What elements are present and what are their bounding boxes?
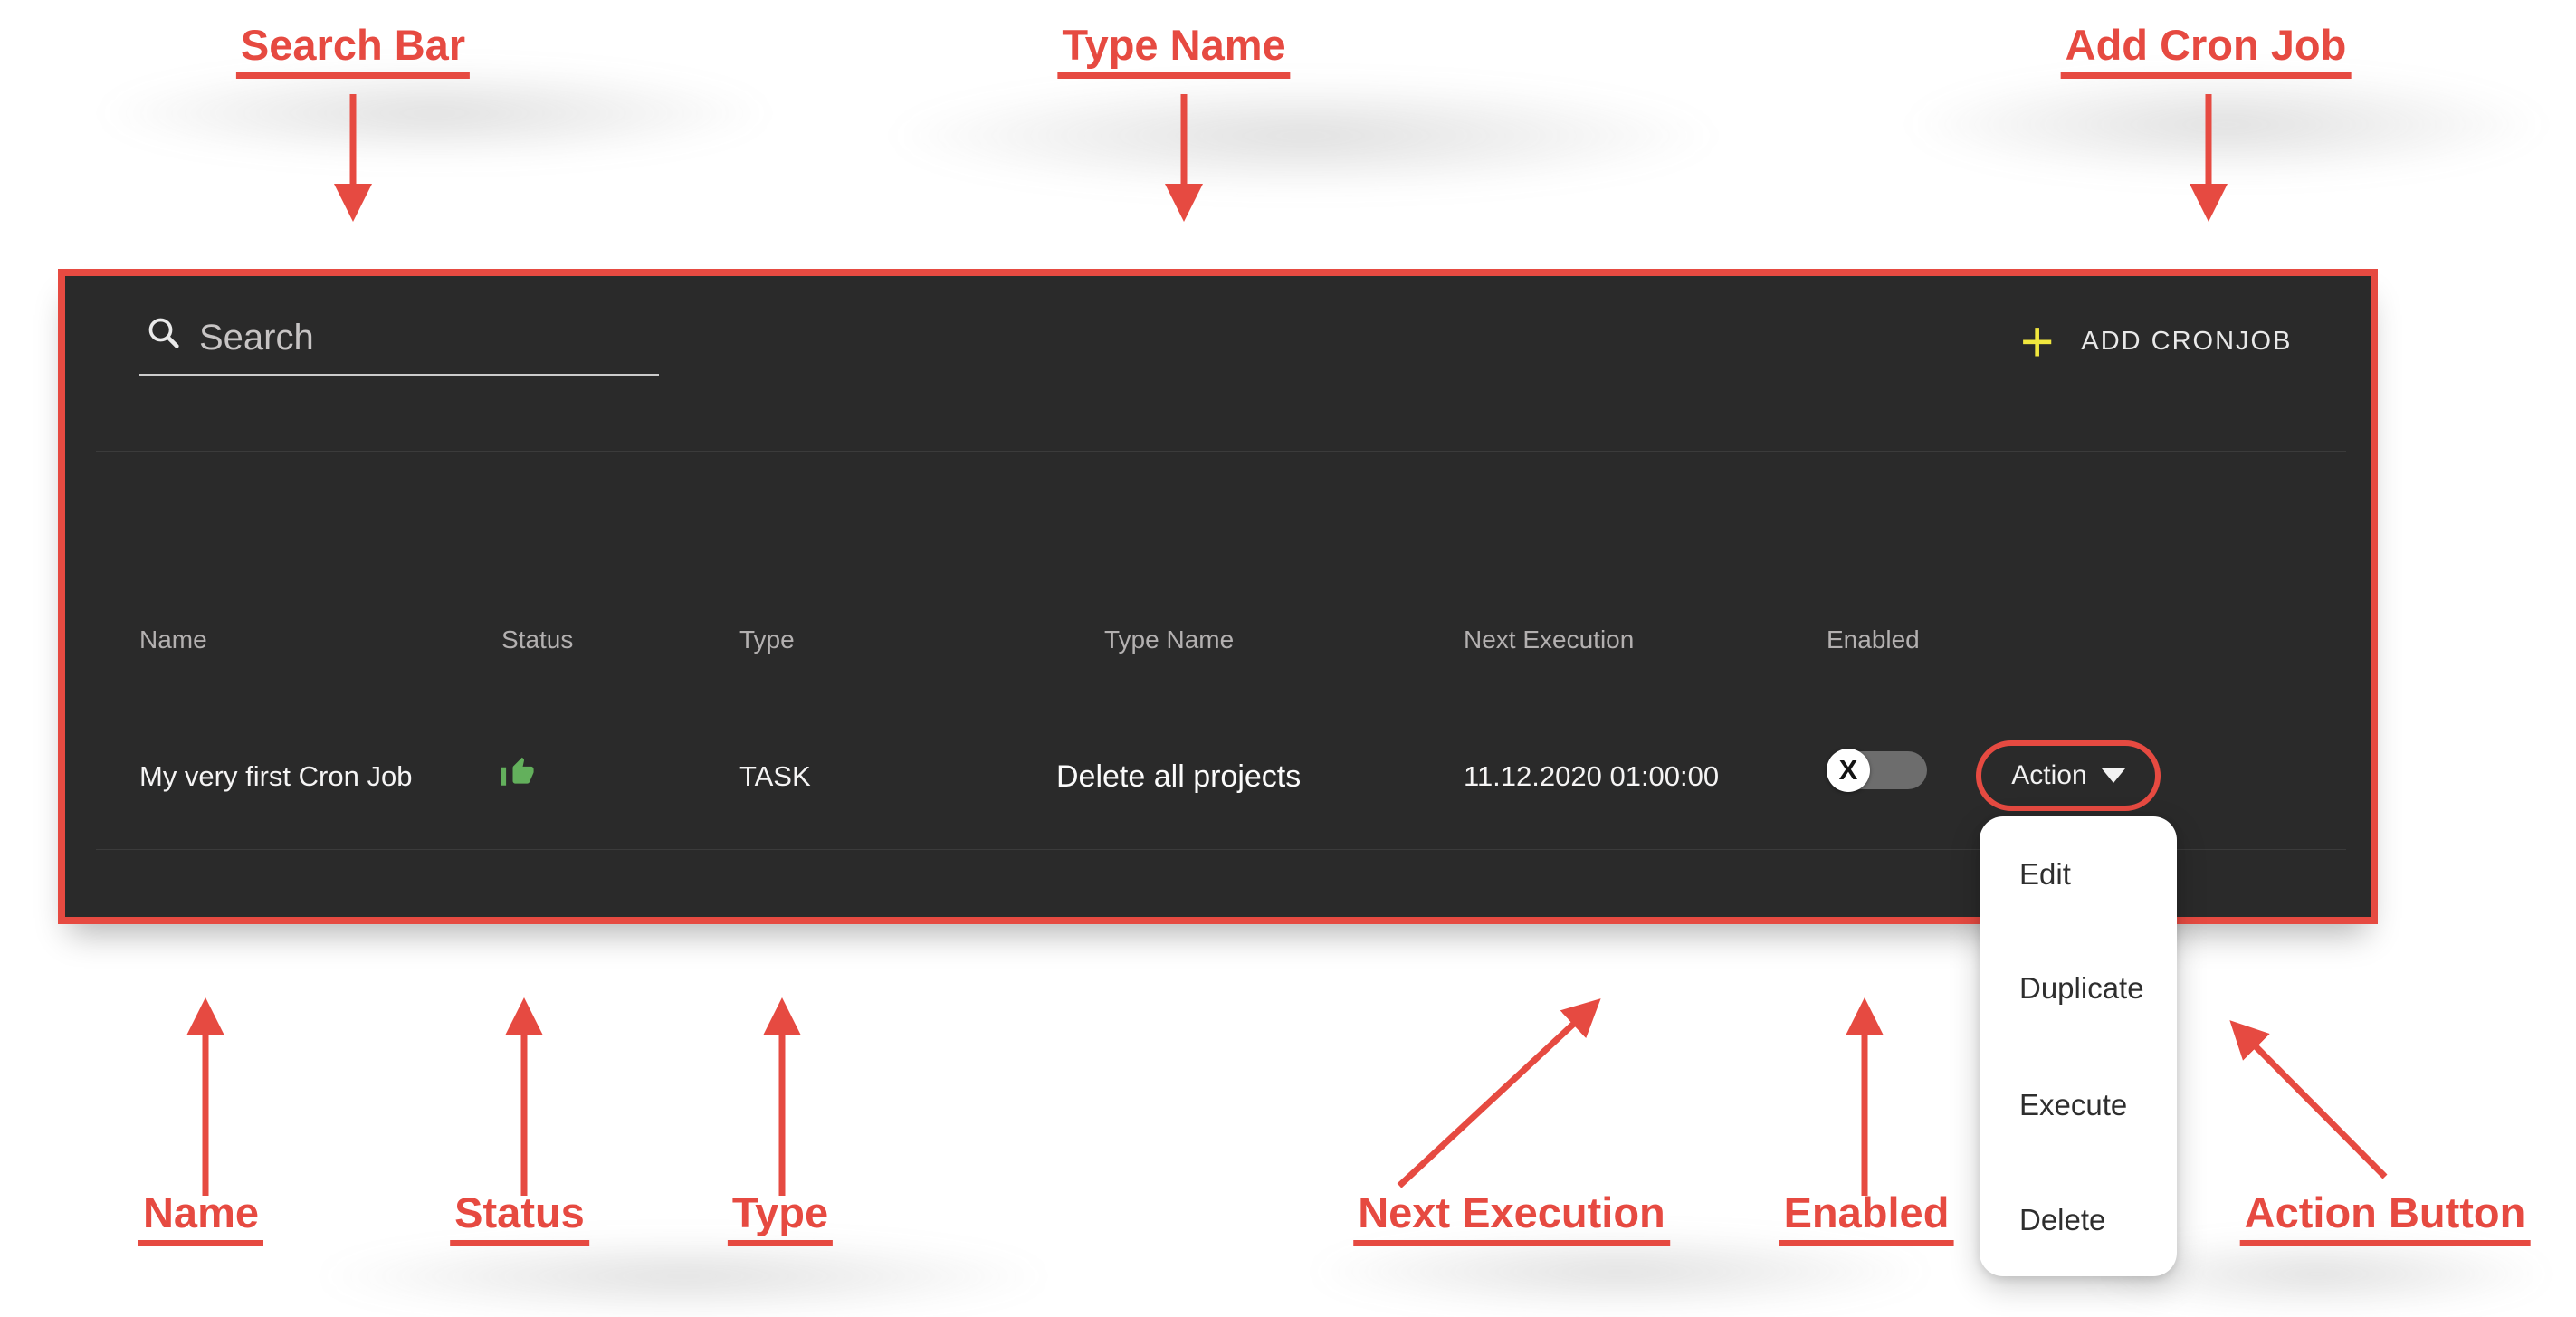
column-header-name: Name (139, 625, 207, 654)
column-header-status: Status (501, 625, 574, 654)
next-execution-arrow (1397, 998, 1601, 1188)
action-button[interactable]: Action (1976, 740, 2161, 811)
action-button-label: Action (2011, 760, 2087, 790)
row-divider (96, 849, 2346, 850)
shadow-blob (869, 77, 1738, 195)
annotation-next-execution: Next Execution (1353, 1188, 1670, 1246)
annotation-search-bar: Search Bar (235, 20, 471, 79)
annotation-enabled: Enabled (1779, 1188, 1954, 1246)
annotation-name: Name (138, 1188, 264, 1246)
annotation-action-button: Action Button (2239, 1188, 2531, 1246)
column-header-enabled: Enabled (1827, 625, 1920, 654)
column-header-next-execution: Next Execution (1464, 625, 1635, 654)
search-input[interactable] (199, 307, 670, 368)
thumb-up-icon (501, 757, 534, 786)
cronjob-card: + ADD CRONJOB Name Status Type Type Name… (58, 269, 2378, 924)
cell-type: TASK (739, 760, 811, 792)
cell-type-name: Delete all projects (1056, 759, 1302, 794)
action-button-arrow (2229, 1020, 2388, 1179)
plus-icon: + (2020, 309, 2055, 374)
add-cronjob-label: ADD CRONJOB (2081, 326, 2293, 356)
menu-item-delete[interactable]: Delete (2019, 1203, 2106, 1236)
menu-item-edit[interactable]: Edit (2019, 857, 2071, 891)
menu-item-duplicate[interactable]: Duplicate (2019, 971, 2144, 1005)
annotation-type: Type (727, 1188, 834, 1246)
action-menu: Edit Duplicate Execute Delete (1980, 816, 2177, 1276)
enabled-toggle[interactable]: X (1827, 749, 1928, 792)
cell-name: My very first Cron Job (139, 760, 413, 792)
column-header-type-name: Type Name (1104, 625, 1235, 654)
search-icon (148, 318, 179, 348)
shadow-blob (299, 1236, 1068, 1317)
search-underline (139, 374, 659, 376)
column-header-type: Type (739, 625, 795, 654)
shadow-blob (1892, 68, 2562, 181)
annotation-status: Status (450, 1188, 589, 1246)
toolbar-divider (96, 451, 2346, 452)
annotation-type-name: Type Name (1057, 20, 1291, 79)
toggle-x-glyph: X (1838, 754, 1858, 786)
cell-next-execution: 11.12.2020 01:00:00 (1464, 760, 1720, 792)
menu-item-execute[interactable]: Execute (2019, 1088, 2128, 1121)
chevron-down-icon (2101, 768, 2125, 783)
add-cronjob-button[interactable]: + ADD CRONJOB (2020, 305, 2364, 377)
annotation-add-cron-job: Add Cron Job (2060, 20, 2352, 79)
toggle-thumb: X (1827, 749, 1870, 792)
